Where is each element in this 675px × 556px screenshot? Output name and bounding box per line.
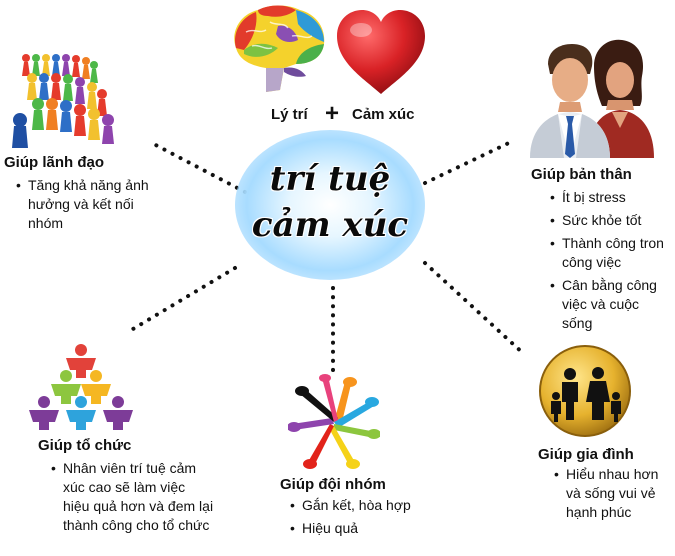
brain-icon — [234, 5, 325, 92]
family-title: Giúp gia đình — [538, 446, 634, 463]
family-badge-icon — [539, 345, 631, 437]
family-list: Hiểu nhau hơn và sống vui vẻ hạnh phúc — [552, 465, 672, 526]
team-list: Gắn kết, hòa hợp Hiệu quả — [288, 496, 438, 542]
organization-list: Nhân viên trí tuệ cảm xúc cao sẽ làm việ… — [49, 459, 214, 539]
list-item: Nhân viên trí tuệ cảm xúc cao sẽ làm việ… — [49, 459, 214, 535]
people-pyramid-icon — [29, 344, 133, 430]
team-title: Giúp đội nhóm — [280, 476, 386, 493]
list-item: Tăng khả năng ảnh hưởng và kết nối nhóm — [14, 176, 164, 233]
leadership-title: Giúp lãnh đạo — [4, 154, 104, 171]
reason-label: Lý trí — [271, 106, 308, 123]
list-item: Hiệu quả — [288, 519, 438, 538]
center-glow — [235, 130, 425, 280]
organization-title: Giúp tổ chức — [38, 437, 132, 454]
connector-self — [423, 138, 517, 185]
leadership-list: Tăng khả năng ảnh hưởng và kết nối nhóm — [14, 176, 164, 237]
hands-circle-icon — [288, 374, 380, 469]
center-title-line1: trí tuệ — [269, 159, 391, 199]
self-list: Ít bị stress Sức khỏe tốt Thành công tro… — [548, 188, 673, 337]
plus-sign: + — [325, 100, 340, 127]
list-item: Sức khỏe tốt — [548, 211, 673, 230]
pawn-crowd-icon — [12, 54, 114, 148]
connector-organization — [126, 266, 237, 334]
heart-icon — [337, 10, 425, 94]
list-item: Ít bị stress — [548, 188, 673, 207]
connector-family — [423, 261, 527, 357]
list-item: Thành công tron công việc — [548, 234, 673, 272]
list-item: Hiểu nhau hơn và sống vui vẻ hạnh phúc — [552, 465, 672, 522]
connector-leadership — [148, 140, 247, 194]
self-title: Giúp bản thân — [531, 166, 632, 183]
list-item: Gắn kết, hòa hợp — [288, 496, 438, 515]
emotion-label: Cảm xúc — [352, 106, 415, 123]
couple-icon — [530, 39, 654, 158]
list-item: Cân bằng công việc và cuộc sống — [548, 276, 673, 333]
center-title-line2: cảm xúc — [251, 205, 409, 245]
